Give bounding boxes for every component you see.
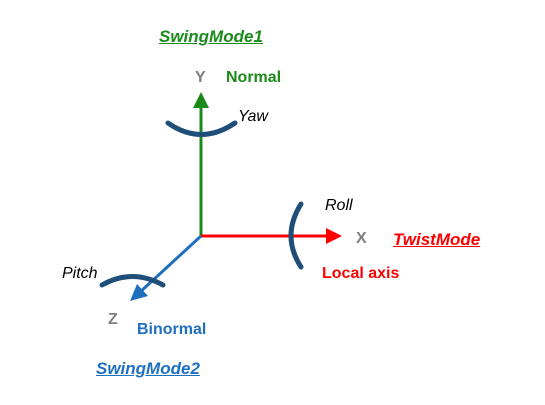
pitch-rotation-arc xyxy=(99,274,166,288)
yaw-rotation-arc xyxy=(165,120,238,137)
twist-mode-label: TwistMode xyxy=(393,230,481,249)
swing-mode-1-label: SwingMode1 xyxy=(159,27,263,46)
swing-mode-2-label: SwingMode2 xyxy=(96,359,200,378)
yaw-label: Yaw xyxy=(238,108,268,125)
pitch-label: Pitch xyxy=(62,265,98,282)
z-axis xyxy=(130,234,203,301)
z-axis-arrowhead xyxy=(130,284,148,301)
normal-label: Normal xyxy=(226,69,282,86)
local-axis-label: Local axis xyxy=(322,265,400,282)
y-axis xyxy=(193,92,209,236)
z-axis-letter: Z xyxy=(108,311,118,328)
x-axis xyxy=(201,228,342,244)
x-axis-arrowhead xyxy=(326,228,342,244)
y-axis-letter: Y xyxy=(195,69,206,86)
x-axis-letter: X xyxy=(356,230,367,247)
roll-rotation-arc xyxy=(288,201,304,270)
y-axis-arrowhead xyxy=(193,92,209,108)
roll-label: Roll xyxy=(325,197,353,214)
binormal-label: Binormal xyxy=(137,321,207,338)
